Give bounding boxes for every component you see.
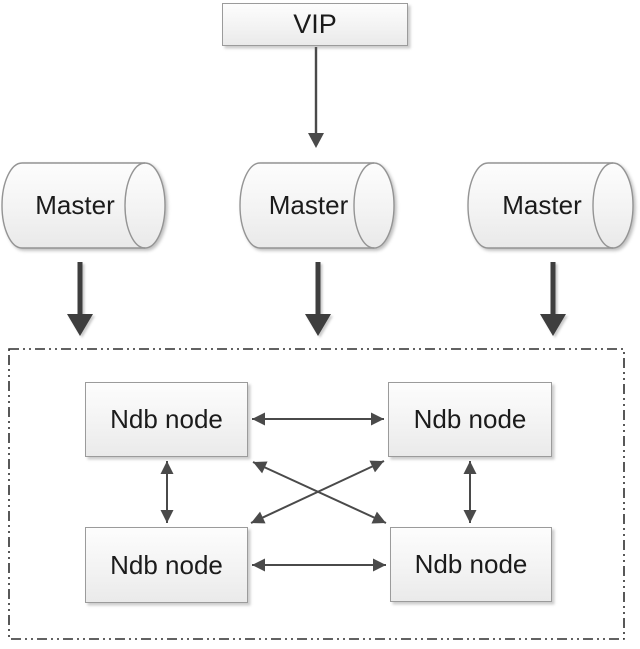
master-cylinder-3 xyxy=(467,162,634,249)
master-cylinder-2 xyxy=(239,162,395,249)
master-cylinder-1 xyxy=(1,162,166,249)
ndb-node-label: Ndb node xyxy=(110,549,223,580)
vip-node: VIP xyxy=(222,3,408,46)
master-arrow-3 xyxy=(540,262,566,336)
ndb-node-bottom-right: Ndb node xyxy=(390,527,552,602)
ndb-node-label: Ndb node xyxy=(414,549,528,579)
master-arrow-1 xyxy=(67,262,93,336)
ndb-node-label: Ndb node xyxy=(413,404,527,434)
link-diagonal-topright-bottomleft xyxy=(250,460,385,524)
vip-label: VIP xyxy=(293,9,337,39)
ndb-node-bottom-left: Ndb node xyxy=(85,527,248,603)
ndb-node-top-right: Ndb node xyxy=(388,382,552,457)
master-arrow-2 xyxy=(305,262,331,336)
ndb-node-top-left: Ndb node xyxy=(85,382,248,457)
vip-to-master-arrow xyxy=(308,47,324,148)
ndb-node-label: Ndb node xyxy=(110,404,223,434)
cluster-dashed-border xyxy=(8,348,625,640)
